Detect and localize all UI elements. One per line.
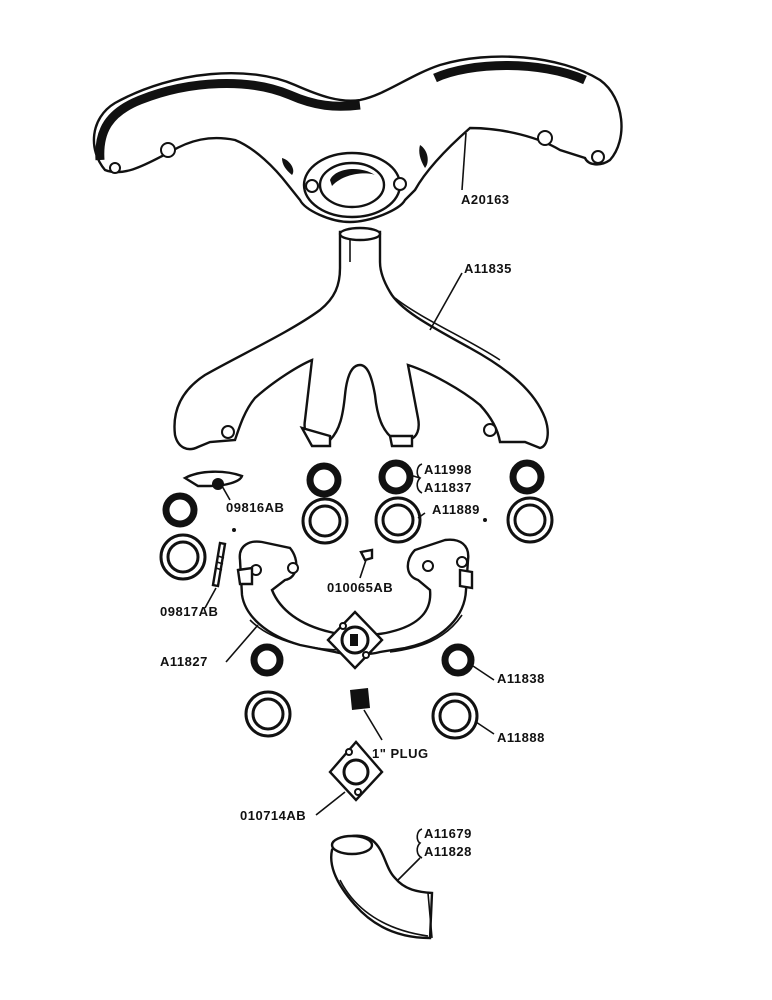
stud-09817ab — [211, 541, 227, 588]
exhaust-manifold-a11835 — [173, 226, 549, 451]
label-a11828: A11828 — [424, 844, 472, 859]
label-09817ab: 09817AB — [160, 604, 218, 619]
label-plug: 1" PLUG — [372, 746, 429, 761]
bracket-a11679 — [416, 828, 423, 859]
label-a11679: A11679 — [424, 826, 472, 841]
gasket-rings-row1 — [159, 459, 554, 581]
leader-lines — [204, 132, 495, 881]
label-a11827: A11827 — [160, 654, 208, 669]
label-a20163: A20163 — [461, 192, 510, 207]
flange-010714ab — [328, 740, 384, 802]
label-a11888: A11888 — [497, 730, 545, 745]
label-010714ab: 010714AB — [240, 808, 306, 823]
elbow-a11679 — [330, 834, 434, 940]
label-a11838: A11838 — [497, 671, 545, 686]
bracket-a11998 — [416, 463, 423, 494]
label-010065ab: 010065AB — [327, 580, 393, 595]
gasket-rings-row2 — [244, 643, 479, 740]
label-a11998: A11998 — [424, 462, 472, 477]
clamp-09816ab — [182, 470, 244, 490]
intake-manifold-a20163 — [92, 55, 623, 224]
plug-1in — [350, 688, 370, 710]
label-a11837: A11837 — [424, 480, 472, 495]
label-a11835: A11835 — [464, 261, 512, 276]
label-09816ab: 09816AB — [226, 500, 284, 515]
lower-manifold-a11827 — [236, 538, 474, 670]
label-a11889: A11889 — [432, 502, 480, 517]
